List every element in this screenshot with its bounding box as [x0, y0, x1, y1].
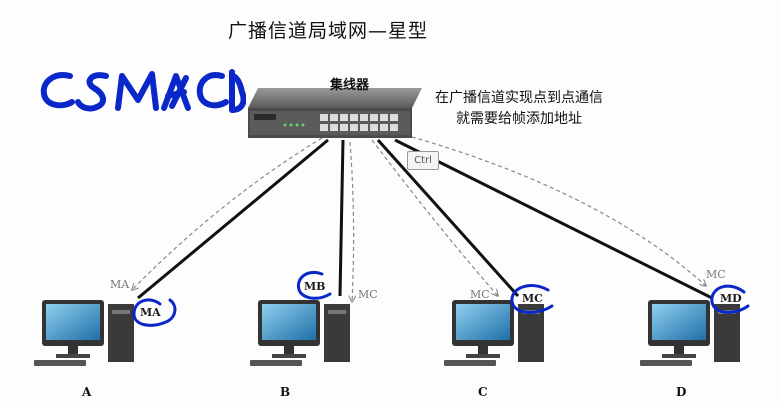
pc-d	[640, 300, 740, 366]
ctrl-key-badge: Ctrl	[407, 151, 439, 170]
pc-label-b: B	[280, 385, 291, 399]
note-line-1: 在广播信道实现点到点通信	[435, 90, 603, 106]
note-line-2: 就需要给帧添加地址	[456, 111, 582, 127]
pc-b	[250, 300, 350, 366]
ink-circle-ma	[132, 298, 177, 327]
dashed-arrow-to-c	[371, 139, 498, 296]
dashed-arrow-to-a	[132, 137, 323, 290]
address-label-a: MA	[140, 306, 161, 319]
faint-label-a: MA	[110, 278, 130, 291]
faint-label-c: MC	[470, 288, 490, 301]
pc-label-c: C	[478, 385, 488, 399]
dashed-arrow-to-d	[404, 134, 706, 286]
ink-circle-md	[710, 284, 750, 314]
ink-circle-mc	[510, 284, 554, 314]
annotation-note: 在广播信道实现点到点通信 就需要给帧添加地址	[435, 88, 603, 130]
address-label-b: MB	[304, 280, 326, 293]
cable-d	[394, 138, 713, 300]
cable-a	[137, 138, 329, 300]
address-label-c: MC	[522, 292, 543, 305]
ink-circle-mb	[297, 271, 332, 300]
handwriting-csma-cd	[40, 69, 246, 113]
cable-b	[338, 139, 345, 297]
pc-a	[34, 300, 134, 366]
faint-label-b: MC	[358, 288, 378, 301]
dashed-arrow-to-b	[350, 141, 354, 302]
faint-label-d: MC	[706, 268, 726, 281]
cable-c	[376, 138, 520, 298]
page-title: 广播信道局域网—星型	[228, 20, 429, 42]
hub-label: 集线器	[330, 78, 370, 93]
pc-label-a: A	[82, 385, 92, 399]
pc-label-d: D	[676, 385, 687, 399]
address-label-d: MD	[720, 292, 742, 305]
hub-device	[248, 88, 422, 138]
pc-c	[444, 300, 544, 366]
